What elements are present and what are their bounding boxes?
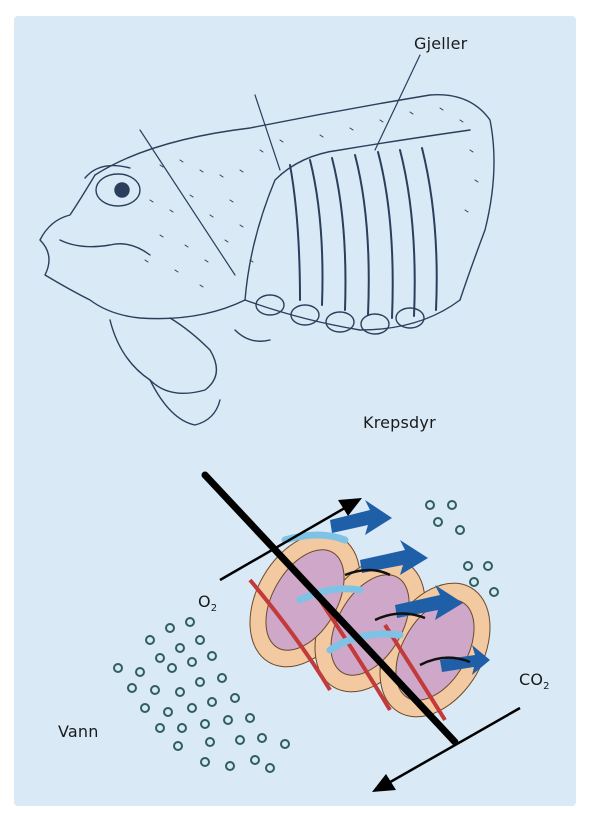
co2-arrow [372,708,520,792]
crustacean-label: Krepsdyr [363,413,436,432]
oxygen-label: O2 [198,592,217,611]
co2-label: CO2 [519,670,550,689]
oxygen-label-main: O [198,592,211,611]
gill-cross-section [205,475,520,792]
co2-label-main: CO [519,670,543,689]
oxygen-label-sub: 2 [211,603,218,614]
crustacean-illustration [40,55,494,425]
water-label: Vann [58,722,99,741]
gills-label: Gjeller [414,34,467,53]
co2-label-sub: 2 [543,681,550,692]
